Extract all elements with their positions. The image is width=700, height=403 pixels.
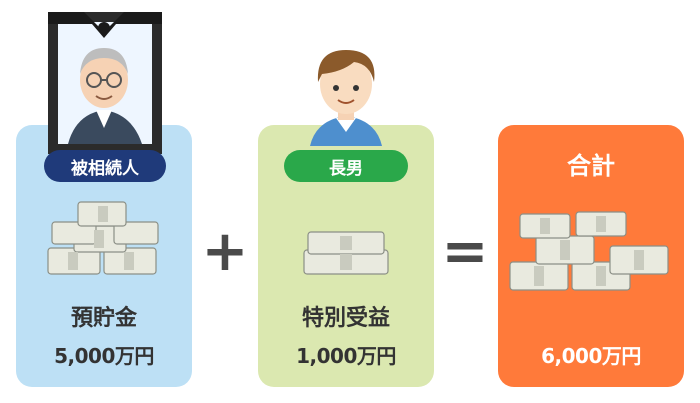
total-amount: 6,000万円: [541, 344, 641, 368]
equals-sign: =: [441, 219, 489, 284]
deceased-badge: 被相続人: [44, 150, 166, 182]
son-item-label: 特別受益: [301, 306, 390, 331]
total-title: 合計: [567, 152, 615, 180]
deceased-amount: 5,000万円: [54, 344, 154, 368]
son-badge: 長男: [284, 150, 408, 182]
plus-sign: +: [201, 219, 249, 284]
money-stack-small-icon: [303, 231, 389, 275]
money-stack-large-icon: [47, 201, 159, 275]
son-amount: 1,000万円: [296, 344, 396, 368]
money-stack-total-icon: [509, 211, 669, 291]
son-badge-label: 長男: [329, 158, 363, 179]
son-avatar-icon: [310, 50, 382, 146]
memorial-portrait-icon: [48, 12, 162, 154]
deceased-item-label: 預貯金: [70, 306, 137, 331]
deceased-badge-label: 被相続人: [71, 158, 139, 179]
